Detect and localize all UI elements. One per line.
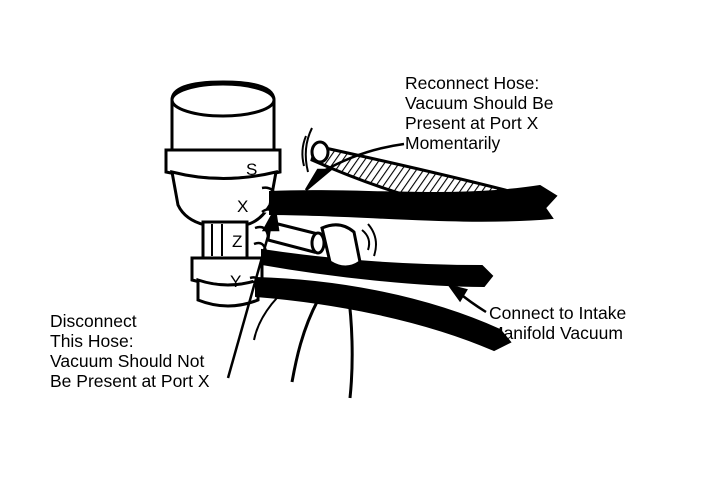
callout-line: Connect to Intake — [489, 303, 627, 323]
callout-line: Reconnect Hose: — [405, 73, 540, 93]
port-z-label: Z — [232, 232, 243, 251]
callout-line: Vacuum Should Be — [405, 93, 554, 113]
hose-fitting — [266, 220, 377, 269]
hose-bundle — [255, 184, 558, 352]
reconnect-arrow — [304, 142, 405, 191]
port-x-label: X — [237, 197, 249, 216]
callout-intake-manifold: Connect to Intake Manifold Vacuum — [489, 303, 626, 343]
callout-line: Present at Port X — [405, 113, 539, 133]
callout-line: Vacuum Should Not — [50, 351, 205, 371]
callout-line: Disconnect — [50, 311, 137, 331]
down-hoses — [253, 285, 354, 399]
manifold-pointer — [447, 283, 487, 314]
callout-line: Manifold Vacuum — [489, 323, 623, 343]
callout-line: This Hose: — [50, 331, 134, 351]
disconnect-pointer — [226, 206, 280, 379]
port-s-label: S — [246, 160, 258, 179]
vacuum-valve — [164, 80, 282, 308]
callout-line: Momentarily — [405, 133, 501, 153]
callout-line: Be Present at Port X — [50, 371, 210, 391]
port-y-label: Y — [230, 272, 242, 291]
callout-reconnect-hose: Reconnect Hose: Vacuum Should Be Present… — [405, 73, 554, 153]
callout-disconnect-hose: Disconnect This Hose: Vacuum Should Not … — [50, 311, 210, 391]
